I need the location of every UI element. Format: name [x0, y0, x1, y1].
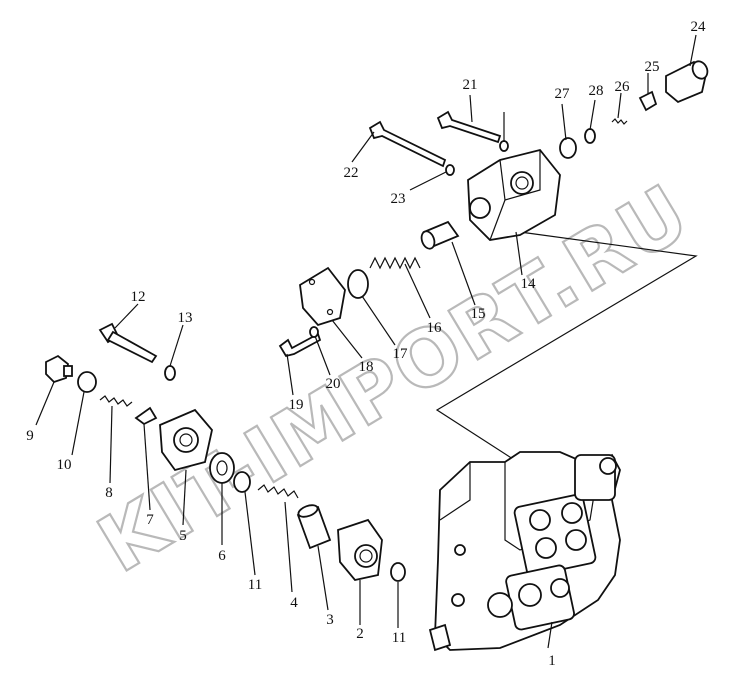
callout-12: 12 — [131, 289, 146, 305]
sleeve-part-15 — [420, 220, 460, 250]
bolt-part-21 — [436, 110, 502, 144]
cover-part-18 — [299, 266, 346, 327]
callout-25: 25 — [645, 59, 660, 75]
fitting-part-24 — [665, 60, 709, 104]
washer-part-20 — [309, 326, 319, 338]
callout-27: 27 — [555, 86, 571, 102]
callout-16: 16 — [427, 320, 443, 336]
valve-body — [428, 451, 621, 652]
washer-part-23 — [445, 164, 455, 176]
callout-6: 6 — [218, 548, 226, 564]
o-ring-part-28 — [584, 128, 596, 144]
callout-11a: 11 — [248, 577, 262, 593]
callout-23: 23 — [391, 191, 406, 207]
callout-11b: 11 — [392, 630, 406, 646]
bolt-part-22 — [368, 120, 447, 168]
sleeve-part-3 — [296, 504, 332, 550]
callout-21: 21 — [463, 77, 478, 93]
callout-labels: 1 2 3 4 5 6 7 8 9 10 11 11 12 13 14 15 1… — [26, 19, 706, 669]
callout-13: 13 — [178, 310, 193, 326]
bolt-part-12 — [98, 322, 158, 364]
callout-26: 26 — [615, 79, 631, 95]
relief-valve-housing — [467, 148, 561, 241]
spring-part-4 — [257, 484, 299, 499]
o-ring-part-17 — [347, 269, 369, 299]
washer-part-21b — [499, 140, 509, 152]
washer-part-13 — [164, 365, 176, 381]
spring-part-26 — [611, 118, 628, 125]
poppet-part-7 — [134, 406, 158, 426]
callout-leaders — [35, 34, 697, 649]
callout-4: 4 — [290, 595, 298, 611]
spring-part-16 — [369, 256, 421, 270]
spring-part-8 — [99, 395, 133, 407]
callout-28: 28 — [589, 83, 604, 99]
o-ring-part-11a — [233, 471, 251, 493]
callout-5: 5 — [179, 528, 187, 544]
adaptor-part-25 — [638, 90, 658, 112]
callout-15: 15 — [471, 306, 486, 322]
callout-1: 1 — [548, 653, 556, 669]
callout-14: 14 — [521, 276, 537, 292]
callout-7: 7 — [146, 512, 154, 528]
callout-18: 18 — [359, 359, 374, 375]
callout-20: 20 — [326, 376, 341, 392]
washer-part-6 — [209, 452, 235, 484]
callout-24: 24 — [691, 19, 707, 35]
flange-part-5 — [159, 408, 213, 472]
nut-part-10 — [77, 371, 97, 393]
o-ring-part-11b — [390, 562, 406, 582]
assembly-leader-upper — [435, 231, 698, 471]
callout-3: 3 — [326, 612, 334, 628]
callout-17: 17 — [393, 346, 409, 362]
callout-22: 22 — [344, 165, 359, 181]
plug-part-9 — [45, 354, 73, 384]
callout-10: 10 — [57, 457, 72, 473]
callout-9: 9 — [26, 428, 34, 444]
callout-19: 19 — [289, 397, 304, 413]
callout-2: 2 — [356, 626, 364, 642]
cover-plate-part-2 — [337, 518, 383, 581]
callout-8: 8 — [105, 485, 113, 501]
cap-part-27 — [559, 137, 577, 159]
